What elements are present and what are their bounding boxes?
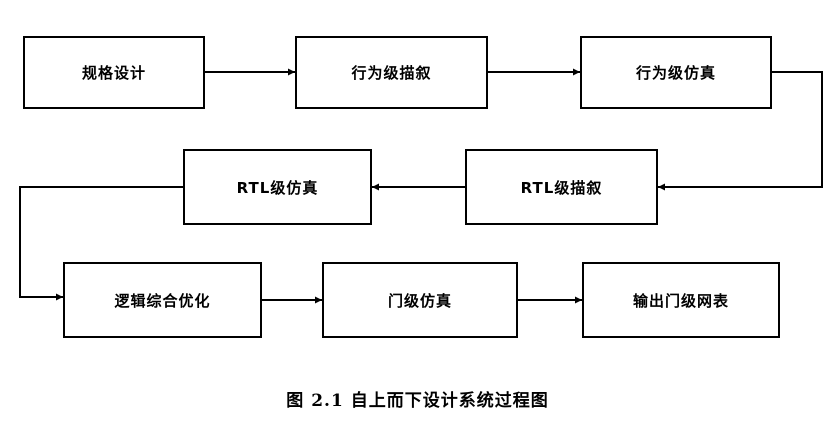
node-behavior-simulation: 行为级仿真 — [580, 36, 772, 109]
node-rtl-simulation: RTL级仿真 — [183, 149, 372, 225]
node-behavior-description-label: 行为级描叙 — [351, 64, 432, 82]
node-behavior-description: 行为级描叙 — [295, 36, 488, 109]
node-netlist-output: 输出门级网表 — [582, 262, 780, 338]
node-logic-synthesis: 逻辑综合优化 — [63, 262, 262, 338]
node-rtl-description: RTL级描叙 — [465, 149, 658, 225]
node-spec-design: 规格设计 — [23, 36, 205, 109]
node-netlist-output-label: 输出门级网表 — [632, 291, 729, 310]
arrow-behavior-sim-to-rtl-desc — [658, 71, 823, 191]
node-logic-synthesis-label: 逻辑综合优化 — [114, 291, 211, 310]
node-spec-design-label: 规格设计 — [81, 64, 146, 82]
figure-caption: 图 2.1 自上而下设计系统过程图 — [286, 391, 549, 411]
node-behavior-simulation-label: 行为级仿真 — [635, 64, 716, 82]
node-gate-simulation-label: 门级仿真 — [387, 291, 452, 310]
node-rtl-simulation-label: RTL级仿真 — [236, 178, 319, 197]
node-gate-simulation: 门级仿真 — [322, 262, 518, 338]
arrow-rtl-sim-to-logic-synth — [19, 186, 183, 301]
node-rtl-description-label: RTL级描叙 — [520, 178, 603, 197]
